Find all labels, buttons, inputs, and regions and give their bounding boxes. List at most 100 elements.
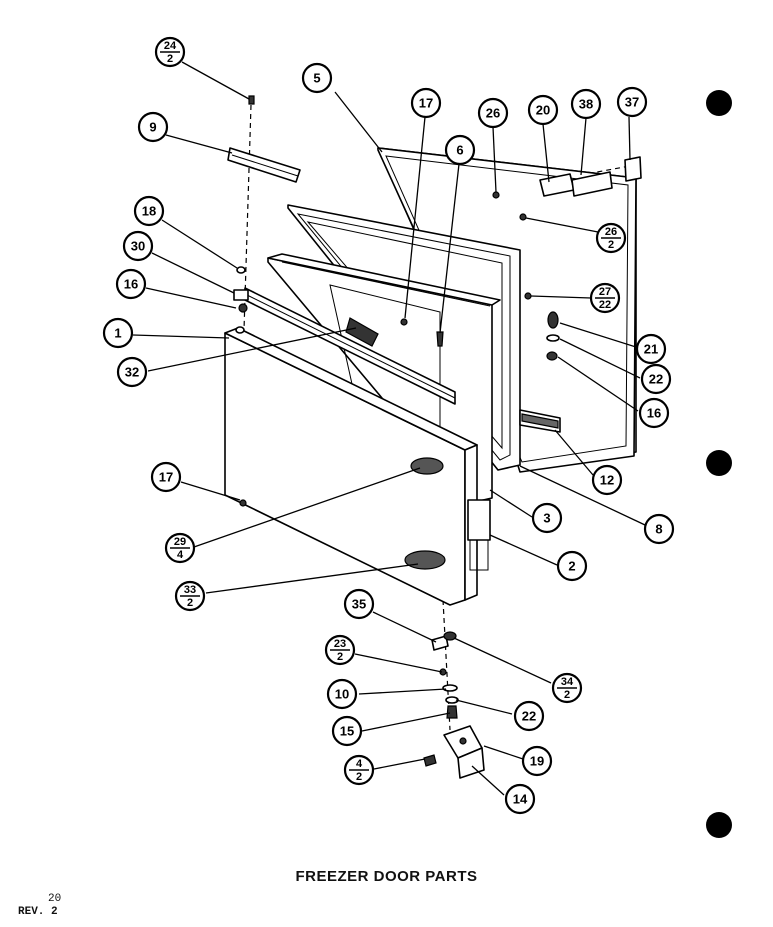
part-9-trim [227,147,301,183]
callout-14: 14 [504,783,536,815]
callout-quantity: 2 [187,597,193,609]
callout-5: 5 [301,62,333,94]
callout-circle [531,502,563,534]
callout-29-qty-4: 294 [164,532,196,564]
callout-circle [640,363,672,395]
callout-circle [556,550,588,582]
callout-number: 10 [335,687,349,702]
callout-17: 17 [150,461,182,493]
part-12-bracket [519,409,561,433]
callout-number: 9 [149,120,156,135]
callout-33-qty-2: 332 [174,580,206,612]
callout-circle [133,195,165,227]
callout-circle [477,97,509,129]
diagram-title: FREEZER DOOR PARTS [295,868,478,885]
callout-quantity: 2 [167,53,173,65]
callout-circle [570,88,602,120]
callout-circle [137,111,169,143]
callout-number: 26 [486,106,500,121]
callout-number: 1 [114,326,121,341]
callout-circle [343,588,375,620]
callout-9: 9 [137,111,169,143]
callout-32: 32 [116,356,148,388]
callout-18: 18 [133,195,165,227]
callout-number: 14 [513,792,528,807]
callout-15: 15 [331,715,363,747]
callout-number: 17 [419,96,433,111]
callout-quantity: 2 [356,771,362,783]
callout-number: 30 [131,239,145,254]
callout-30: 30 [122,230,154,262]
callout-34-qty-2: 342 [551,672,583,704]
binder-hole-bottom [706,812,732,838]
callout-number: 35 [352,597,366,612]
callout-number: 17 [159,470,173,485]
callout-number: 16 [647,406,661,421]
callout-number: 38 [579,97,593,112]
callout-26: 26 [477,97,509,129]
callout-circle [444,134,476,166]
callout-21: 21 [635,333,667,365]
callout-circle [331,715,363,747]
callout-circle [326,678,358,710]
callout-circle [504,783,536,815]
callout-12: 12 [591,464,623,496]
page-number: 20 [48,893,62,905]
callout-circle [116,356,148,388]
binder-hole-middle [706,450,732,476]
callout-24-qty-2: 242 [154,36,186,68]
callout-number: 15 [340,724,354,739]
callout-number: 24 [164,40,177,52]
callout-number: 18 [142,204,156,219]
callout-quantity: 22 [599,299,611,311]
callout-quantity: 2 [564,689,570,701]
revision-label: REV. 2 [18,906,58,918]
callout-1: 1 [102,317,134,349]
callout-number: 34 [561,676,574,688]
callout-number: 3 [543,511,550,526]
callout-23-qty-2: 232 [324,634,356,666]
callout-number: 12 [600,473,614,488]
callout-number: 37 [625,95,639,110]
callout-22: 22 [640,363,672,395]
callout-number: 6 [456,143,463,158]
callout-circle [513,700,545,732]
callout-number: 16 [124,277,138,292]
callout-number: 19 [530,754,544,769]
callout-20: 20 [527,94,559,126]
callout-number: 21 [644,342,658,357]
callout-16: 16 [115,268,147,300]
callout-3: 3 [531,502,563,534]
callout-circle [410,87,442,119]
callout-circle [150,461,182,493]
callout-circle [638,397,670,429]
callout-number: 8 [655,522,662,537]
callout-quantity: 2 [337,651,343,663]
callout-quantity: 4 [177,549,184,561]
callout-35: 35 [343,588,375,620]
callout-circle [635,333,667,365]
callout-8: 8 [643,513,675,545]
binder-hole-top [706,90,732,116]
hardware-small-parts [233,95,642,779]
callout-4-qty-2: 42 [343,754,375,786]
part-1-front-door [224,327,491,606]
callout-circle [301,62,333,94]
callout-number: 33 [184,584,196,596]
callout-number: 26 [605,226,617,238]
callout-26-qty-2: 262 [595,222,627,254]
callout-number: 5 [313,71,320,86]
callout-19: 19 [521,745,553,777]
callout-16: 16 [638,397,670,429]
callout-quantity: 2 [608,239,614,251]
callout-17: 17 [410,87,442,119]
callout-number: 22 [522,709,536,724]
callout-circle [115,268,147,300]
callout-number: 22 [649,372,663,387]
callout-number: 20 [536,103,550,118]
callout-number: 2 [568,559,575,574]
callout-circle [643,513,675,545]
leader-lines [132,61,646,796]
callout-number: 27 [599,286,611,298]
